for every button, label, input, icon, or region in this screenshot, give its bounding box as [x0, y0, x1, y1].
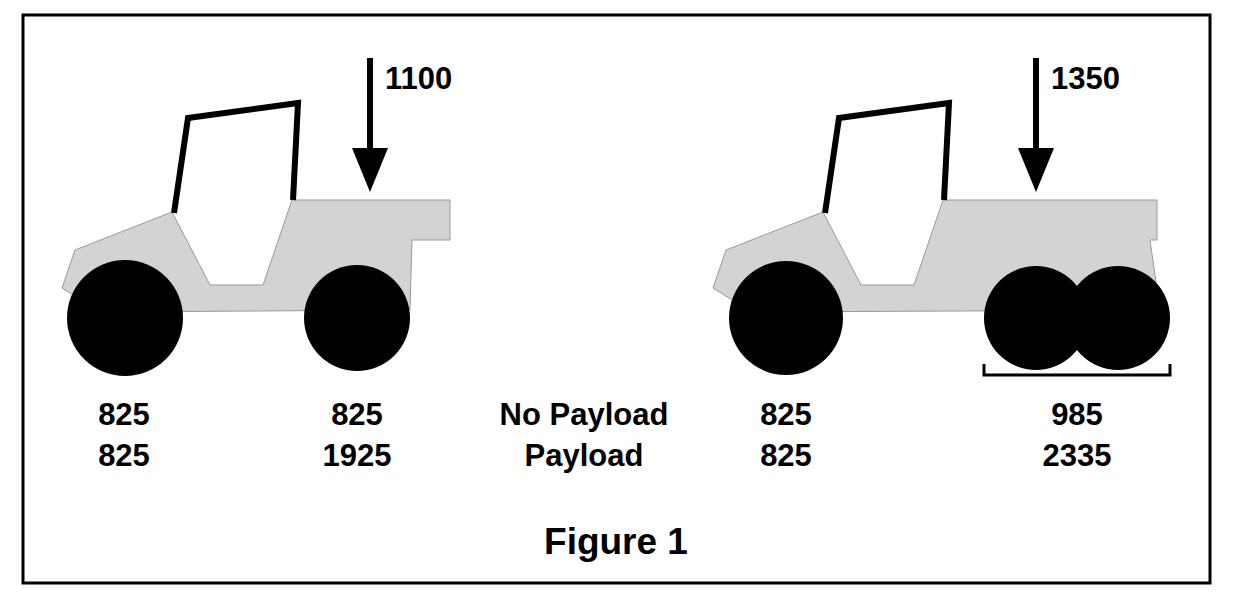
load-arrowhead	[1018, 148, 1054, 192]
tandem-bracket	[984, 364, 1170, 375]
figure-caption: Figure 1	[544, 523, 688, 560]
load-arrowhead	[352, 148, 388, 192]
figure-border	[23, 15, 1210, 583]
tandem-wheel	[1066, 266, 1170, 370]
two-axle-vehicle	[62, 58, 450, 376]
load-value: 1100	[385, 63, 452, 94]
rear-wheel	[304, 265, 410, 371]
axle-load: 825	[760, 440, 812, 471]
roll-cage	[825, 103, 949, 213]
axle-load: 825	[98, 440, 150, 471]
front-wheel	[67, 260, 183, 376]
axle-load: 825	[98, 399, 150, 430]
load-value: 1350	[1051, 63, 1120, 94]
axle-load: 985	[1051, 399, 1103, 430]
axle-load: 825	[760, 399, 812, 430]
row-label: Payload	[525, 440, 644, 471]
front-wheel	[729, 261, 843, 375]
axle-load: 825	[331, 399, 383, 430]
row-label: No Payload	[500, 399, 669, 430]
axle-load: 2335	[1043, 440, 1112, 471]
roll-cage	[174, 103, 298, 213]
three-axle-vehicle	[713, 58, 1170, 375]
axle-load: 1925	[323, 440, 392, 471]
load-arrow	[367, 58, 373, 150]
load-arrow	[1033, 58, 1039, 150]
